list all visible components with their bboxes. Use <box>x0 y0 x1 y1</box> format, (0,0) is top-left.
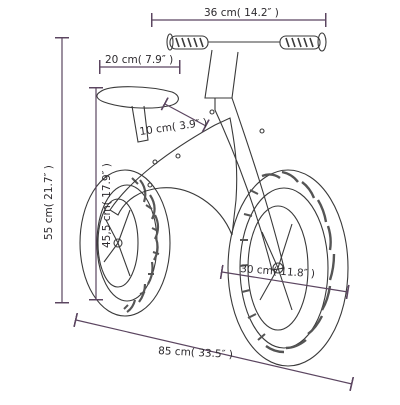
dimension-lines <box>54 12 355 392</box>
dim-line-total-length <box>73 312 355 392</box>
frame-bolt-1 <box>152 159 158 165</box>
bar-end-left <box>166 33 174 51</box>
bike-illustration <box>79 32 349 367</box>
dimension-labels: 36 cm( 14.2″ ) 20 cm( 7.9″ ) 10 cm( 3.9″… <box>43 7 315 361</box>
label-handlebar-width: 36 cm( 14.2″ ) <box>204 7 279 19</box>
fork-bolt <box>259 128 265 134</box>
head-bolt <box>209 109 215 115</box>
grip-texture <box>175 37 314 48</box>
handlebar-stem <box>204 49 239 99</box>
rear-hub <box>113 238 123 248</box>
front-tread <box>261 170 336 354</box>
bar-end-right <box>317 32 327 52</box>
label-total-length: 85 cm( 33.5″ ) <box>158 345 233 361</box>
label-wheel-diameter: 30 cm( 11.8″ ) <box>240 263 316 280</box>
label-total-height: 55 cm( 21.7″ ) <box>43 165 55 240</box>
frame-bolt-3 <box>147 182 153 188</box>
dim-line-wheel-diameter <box>219 264 350 300</box>
rear-tread-2 <box>123 177 160 310</box>
frame-main-tube <box>109 117 238 236</box>
label-seat-height: 45,5 cm( 17.9″ ) <box>101 163 113 248</box>
dim-line-seat-width <box>160 97 210 133</box>
fork <box>214 97 285 271</box>
seat-post <box>131 105 149 143</box>
rear-spokes <box>103 209 131 277</box>
handlebar <box>166 32 327 99</box>
label-seat-length: 20 cm( 7.9″ ) <box>105 54 173 66</box>
frame-bolt-2 <box>175 153 181 159</box>
